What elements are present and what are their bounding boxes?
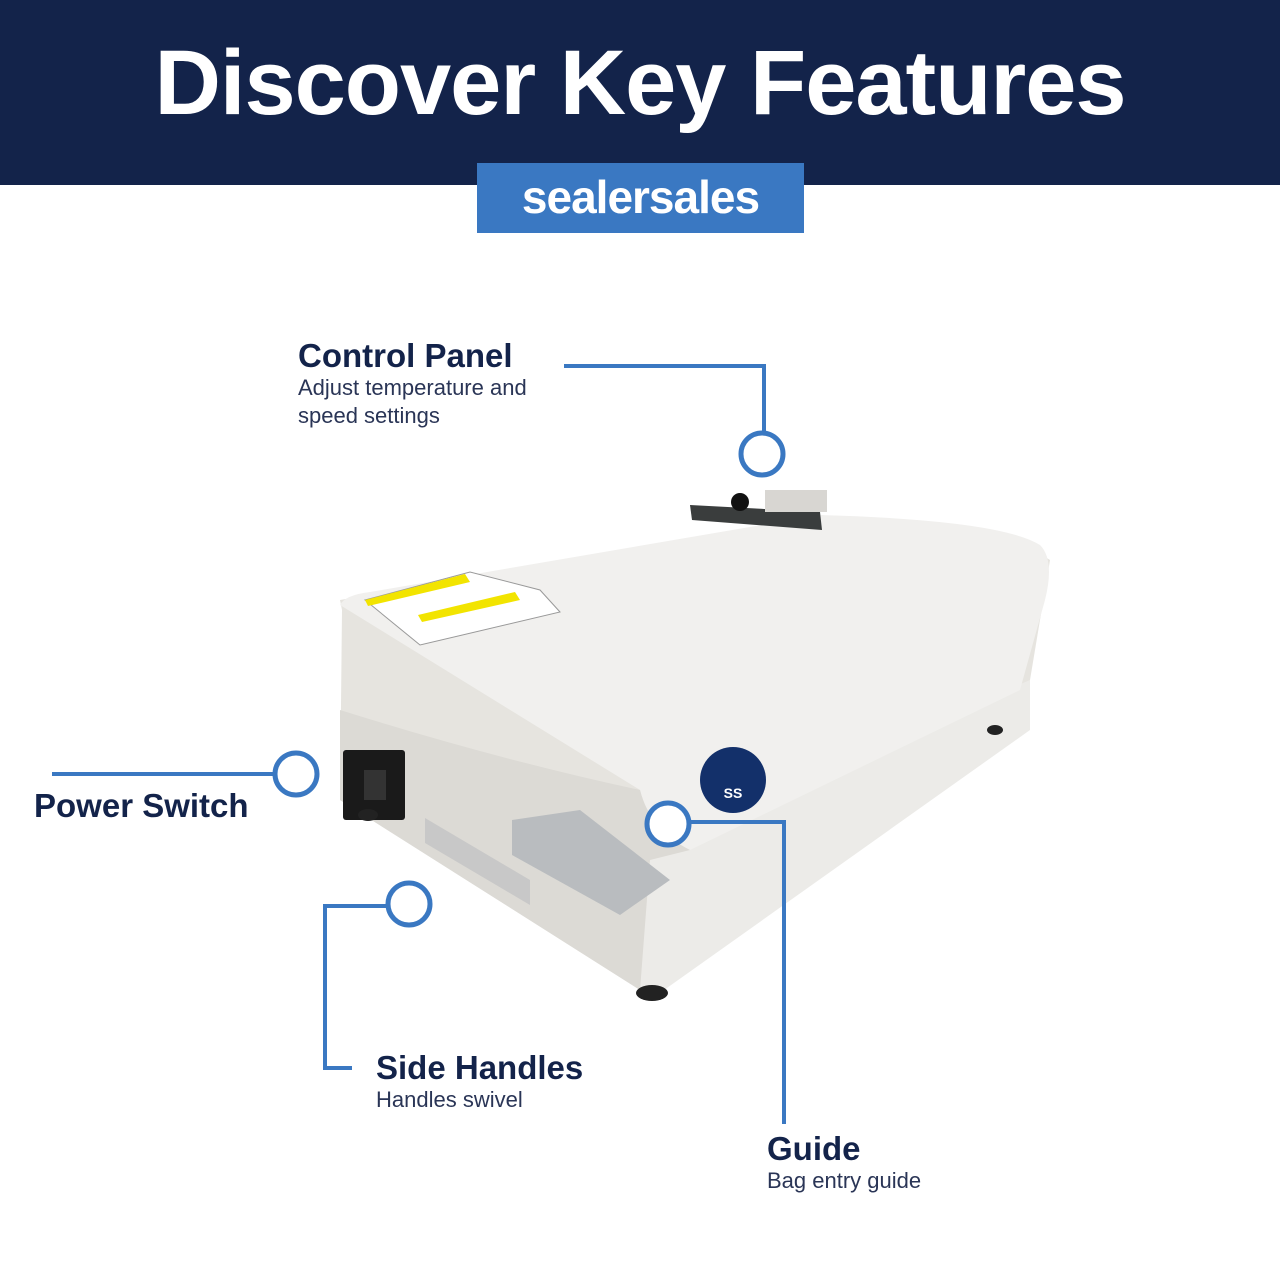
callout-guide: Guide Bag entry guide: [767, 1131, 921, 1195]
guide-marker: [644, 800, 692, 848]
machine-logo: SS: [724, 785, 743, 801]
side-handles-leader: [323, 904, 386, 1070]
callout-title: Control Panel: [298, 337, 513, 374]
brand-logo: sealersales: [477, 163, 804, 233]
power-switch-marker: [272, 750, 320, 798]
callout-control-panel: Control Panel Adjust temperature and spe…: [298, 338, 568, 430]
page-title: Discover Key Features: [154, 32, 1126, 134]
callout-power-switch: Power Switch: [34, 788, 249, 824]
callout-title: Power Switch: [34, 787, 249, 824]
guide-leader: [690, 820, 786, 1124]
header-banner: [0, 0, 1280, 185]
side-handles-marker: [385, 880, 433, 928]
control-panel-marker: [738, 430, 786, 478]
callout-title: Guide: [767, 1130, 861, 1167]
callout-desc: Adjust temperature and speed settings: [298, 375, 527, 428]
sealer-machine: SS: [340, 490, 1050, 1001]
callout-side-handles: Side Handles Handles swivel: [376, 1050, 583, 1114]
control-panel-leader: [564, 364, 766, 432]
callout-title: Side Handles: [376, 1049, 584, 1086]
callout-desc: Bag entry guide: [767, 1168, 922, 1193]
callout-desc: Handles swivel: [376, 1087, 523, 1112]
